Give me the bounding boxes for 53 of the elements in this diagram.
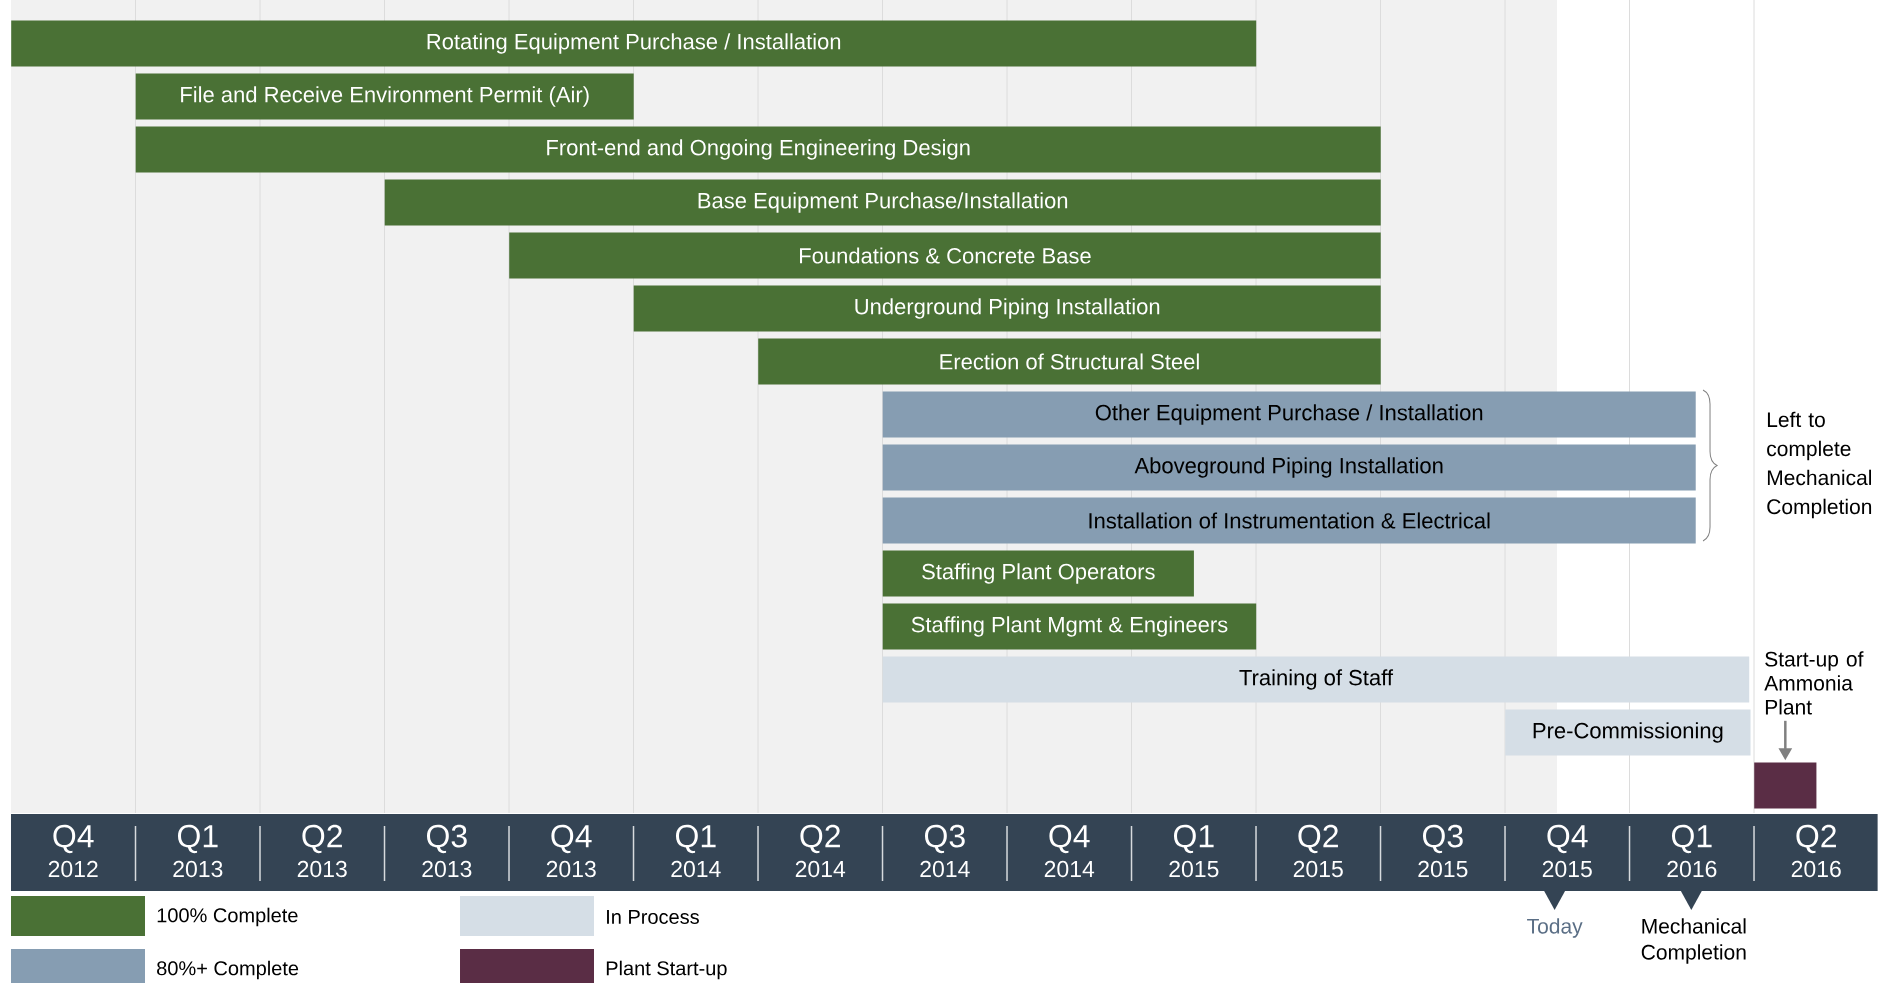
quarter-label: Q1 — [1174, 824, 1214, 854]
task-bar: Pre-Commissioning — [1505, 709, 1751, 756]
marker-label: Today — [1527, 918, 1583, 938]
legend-label: Plant Start-up — [606, 960, 727, 980]
marker-label: Mechanical Completion — [1641, 918, 1746, 964]
year-label: 2013 — [422, 860, 472, 878]
year-label: 2014 — [671, 860, 721, 878]
year-label: 2015 — [1293, 860, 1343, 878]
quarter-label: Q2 — [302, 824, 342, 854]
year-label: 2015 — [1542, 860, 1592, 878]
task-bar: Staffing Plant Operators — [882, 550, 1194, 597]
quarter-label: Q4 — [1049, 824, 1090, 854]
year-label: 2016 — [1667, 860, 1717, 878]
year-label: 2014 — [920, 860, 970, 878]
year-label: 2016 — [1791, 860, 1841, 878]
year-label: 2013 — [546, 860, 596, 878]
legend-label: 100% Complete — [157, 907, 298, 927]
quarter-label: Q4 — [551, 824, 592, 854]
year-label: 2014 — [1044, 860, 1095, 878]
legend-label: In Process — [607, 910, 699, 924]
milestone-box — [1754, 762, 1817, 809]
task-bar: Aboveground Piping Installation — [882, 444, 1696, 491]
quarter-label: Q4 — [53, 824, 94, 854]
year-label: 2012 — [48, 860, 98, 878]
year-label: 2013 — [297, 860, 347, 878]
quarter-label: Q2 — [1298, 824, 1338, 854]
year-label: 2013 — [173, 860, 223, 878]
quarter-label: Q3 — [427, 824, 467, 854]
task-bar: Front-end and Ongoing Engineering Design — [135, 126, 1381, 173]
task-bar: File and Receive Environment Permit (Air) — [135, 73, 634, 120]
year-label: 2015 — [1418, 860, 1468, 878]
quarter-label: Q3 — [1423, 824, 1463, 854]
task-bar: Foundations & Concrete Base — [509, 232, 1381, 279]
quarter-label: Q1 — [178, 824, 218, 854]
task-bar: Training of Staff — [882, 656, 1750, 703]
task-bar: Underground Piping Installation — [633, 285, 1381, 332]
task-bar: Installation of Instrumentation & Electrical — [882, 497, 1696, 544]
quarter-label: Q2 — [1796, 824, 1836, 854]
legend-label: 80%+ Complete — [157, 960, 299, 980]
quarter-label: Q1 — [1672, 824, 1712, 854]
task-bar: Base Equipment Purchase/Installation — [384, 179, 1381, 226]
task-bar: Erection of Structural Steel — [758, 338, 1381, 385]
quarter-label: Q4 — [1547, 824, 1588, 854]
milestone-note: Start-up of Ammonia Plant — [1764, 651, 1864, 715]
note: Left to complete Mechanical Completion — [1767, 411, 1872, 519]
quarter-label: Q2 — [800, 824, 840, 854]
year-label: 2015 — [1169, 860, 1219, 878]
year-label: 2014 — [795, 860, 846, 878]
task-bar: Rotating Equipment Purchase / Installation — [11, 20, 1257, 67]
quarter-label: Q3 — [925, 824, 965, 854]
quarter-label: Q1 — [676, 824, 716, 854]
task-bar: Staffing Plant Mgmt & Engineers — [882, 603, 1257, 650]
task-bar: Other Equipment Purchase / Installation — [882, 391, 1696, 438]
